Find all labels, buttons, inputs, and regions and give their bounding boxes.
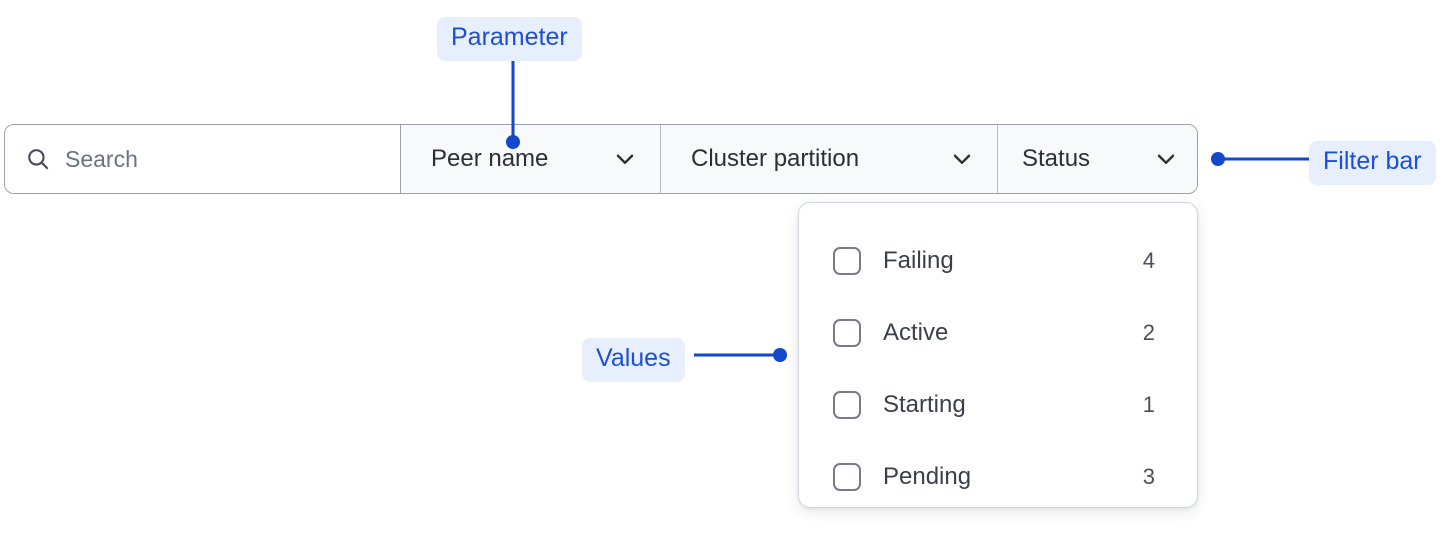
filter-bar: Peer name Cluster partition Status [4,124,1198,194]
connector-dot-filter-bar [1211,152,1225,166]
dropdown-option-active[interactable]: Active 2 [833,297,1155,369]
checkbox-pending[interactable] [833,463,861,491]
chevron-down-icon [1153,146,1179,172]
dropdown-option-count: 1 [1142,392,1155,417]
annotation-label-filter-bar: Filter bar [1309,141,1436,185]
filter-dropdown-peer-name[interactable]: Peer name [401,125,661,193]
checkbox-starting[interactable] [833,391,861,419]
annotation-label-parameter: Parameter [437,17,582,61]
search-input[interactable] [65,145,365,173]
chevron-down-icon [612,146,638,172]
filter-label-status: Status [1022,145,1091,172]
search-icon [25,146,51,172]
filter-label-peer-name: Peer name [431,145,549,172]
status-dropdown-panel: Failing 4 Active 2 Starting 1 Pending 3 [798,202,1198,508]
dropdown-option-label: Active [883,319,949,346]
annotation-label-values: Values [582,338,685,382]
dropdown-option-pending[interactable]: Pending 3 [833,441,1155,513]
dropdown-option-count: 3 [1142,464,1155,489]
chevron-down-icon [949,146,975,172]
filter-label-cluster-partition: Cluster partition [691,145,860,172]
filter-dropdown-status[interactable]: Status [998,125,1197,193]
dropdown-option-starting[interactable]: Starting 1 [833,369,1155,441]
dropdown-option-failing[interactable]: Failing 4 [833,225,1155,297]
dropdown-option-count: 4 [1142,248,1155,273]
dropdown-option-count: 2 [1142,320,1155,345]
search-field[interactable] [5,125,401,193]
checkbox-failing[interactable] [833,247,861,275]
checkbox-active[interactable] [833,319,861,347]
connector-dot-values [773,348,787,362]
dropdown-option-label: Failing [883,247,954,274]
dropdown-option-label: Starting [883,391,966,418]
dropdown-option-label: Pending [883,463,972,490]
filter-dropdown-cluster-partition[interactable]: Cluster partition [661,125,998,193]
